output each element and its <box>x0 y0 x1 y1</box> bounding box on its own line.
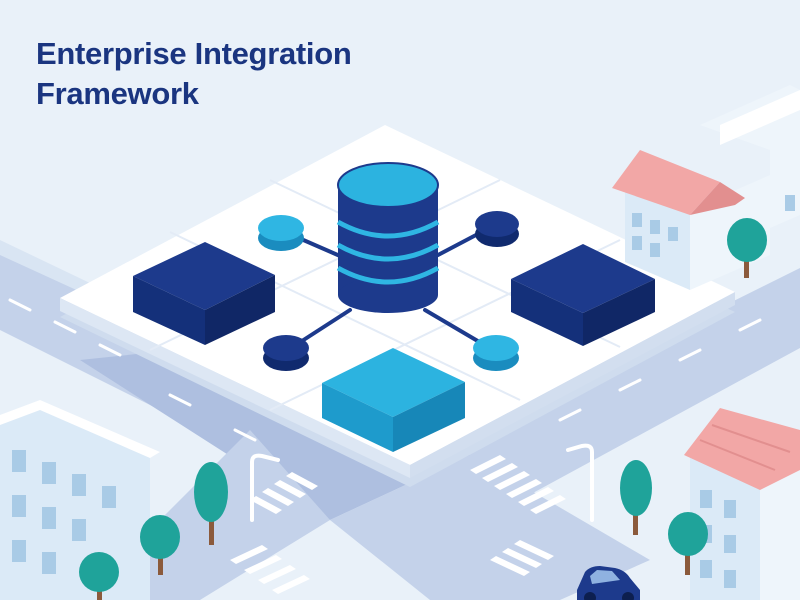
crosswalk-left <box>250 472 318 514</box>
building-far-right <box>700 85 800 228</box>
tree <box>140 515 180 575</box>
road-front-wide <box>80 340 470 520</box>
module-block-icon <box>322 348 465 452</box>
platform-edge-right <box>410 292 735 478</box>
crosswalk-bottom <box>230 540 554 594</box>
building-bottom-left <box>0 400 160 600</box>
connector-node-icon <box>473 335 519 371</box>
platform-edge-left <box>60 298 410 478</box>
module-block-icon <box>133 242 275 345</box>
database-icon <box>336 162 440 313</box>
tree <box>727 218 767 278</box>
connector-node-icon <box>475 211 519 247</box>
module-block-icon <box>511 244 655 346</box>
building-bottom-right <box>684 408 800 600</box>
title-line-2: Framework <box>36 76 199 111</box>
car-icon <box>577 566 640 600</box>
road-down-right <box>330 455 650 600</box>
street-lamp <box>250 453 280 522</box>
crosswalk-right <box>470 455 566 514</box>
page-title: Enterprise Integration Framework <box>36 34 456 114</box>
title-line-1: Enterprise Integration <box>36 36 352 71</box>
tree <box>668 512 708 575</box>
tree <box>194 462 228 545</box>
tree <box>620 460 652 535</box>
lane-markings <box>8 298 762 442</box>
street-lamp <box>566 443 594 522</box>
connector-node-icon <box>263 335 309 371</box>
tree <box>79 552 119 600</box>
connector-node-icon <box>258 215 304 251</box>
